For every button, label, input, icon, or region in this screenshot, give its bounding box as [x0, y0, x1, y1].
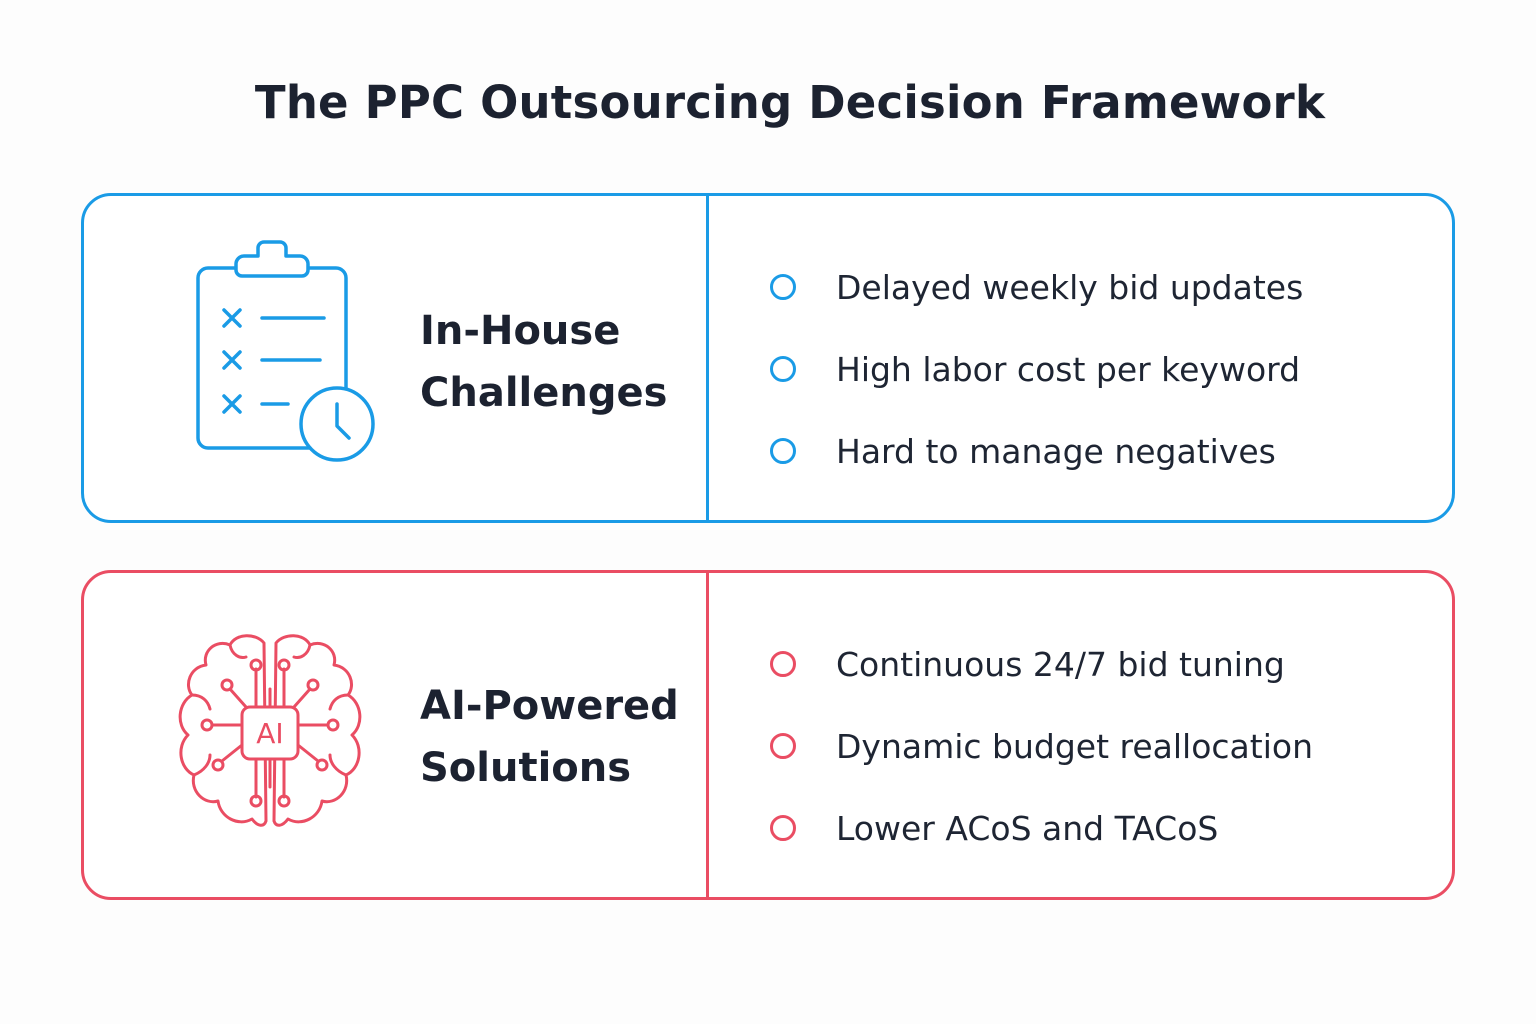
clipboard-clock-icon — [196, 240, 375, 462]
panel-heading: In-House Challenges — [420, 300, 700, 424]
challenges-list: Delayed weekly bid updates High labor co… — [770, 246, 1303, 492]
circle-bullet-icon — [770, 815, 796, 841]
circle-bullet-icon — [770, 274, 796, 300]
circle-bullet-icon — [770, 438, 796, 464]
list-item: Continuous 24/7 bid tuning — [770, 623, 1313, 705]
heading-line-2: Challenges — [420, 370, 668, 416]
list-item: Hard to manage negatives — [770, 410, 1303, 492]
heading-line-1: In-House — [420, 308, 621, 354]
ai-powered-solutions-panel: AI AI-Powered Solutions Continuous 24/7 … — [81, 570, 1455, 900]
panel-divider — [706, 573, 709, 897]
circle-bullet-icon — [770, 733, 796, 759]
heading-line-1: AI-Powered — [420, 683, 679, 729]
circle-bullet-icon — [770, 356, 796, 382]
list-item-text: Hard to manage negatives — [836, 431, 1276, 471]
list-item-text: High labor cost per keyword — [836, 349, 1301, 389]
panel-heading: AI-Powered Solutions — [420, 675, 700, 799]
in-house-challenges-panel: In-House Challenges Delayed weekly bid u… — [81, 193, 1455, 523]
circle-bullet-icon — [770, 651, 796, 677]
ai-brain-icon: AI — [178, 634, 362, 827]
list-item-text: Continuous 24/7 bid tuning — [836, 644, 1285, 684]
page-title: The PPC Outsourcing Decision Framework — [254, 76, 1326, 129]
panel-divider — [706, 196, 709, 520]
heading-line-2: Solutions — [420, 745, 632, 791]
list-item: High labor cost per keyword — [770, 328, 1303, 410]
list-item-text: Dynamic budget reallocation — [836, 726, 1313, 766]
list-item: Lower ACoS and TACoS — [770, 787, 1313, 869]
list-item: Delayed weekly bid updates — [770, 246, 1303, 328]
ai-chip-label: AI — [256, 717, 283, 750]
list-item-text: Delayed weekly bid updates — [836, 267, 1304, 307]
solutions-list: Continuous 24/7 bid tuning Dynamic budge… — [770, 623, 1313, 869]
list-item-text: Lower ACoS and TACoS — [836, 808, 1219, 848]
list-item: Dynamic budget reallocation — [770, 705, 1313, 787]
